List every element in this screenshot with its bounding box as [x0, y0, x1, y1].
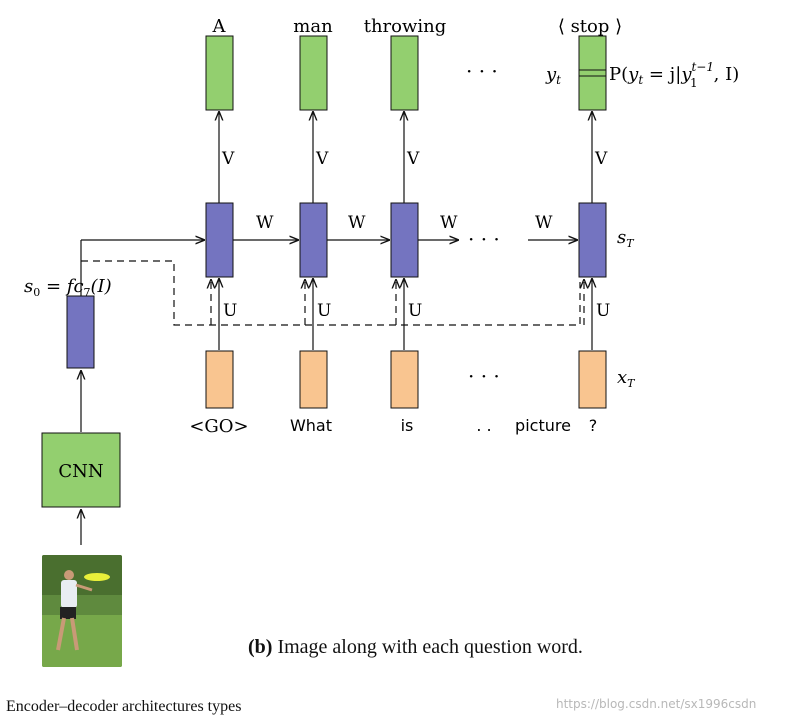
hidden-box-2	[299, 202, 328, 278]
bottom-ellipsis: · · ·	[468, 364, 500, 388]
v-label-1: V	[221, 149, 235, 169]
middle-ellipsis: · · ·	[468, 227, 500, 251]
input-box-1	[205, 350, 234, 409]
hidden-box-4	[578, 202, 607, 278]
input-word-question: ?	[589, 416, 598, 435]
output-box-3	[390, 35, 419, 111]
input-box-2	[299, 350, 328, 409]
input-word-is: is	[401, 416, 414, 435]
photo-person-throwing-frisbee-icon	[42, 555, 122, 667]
hidden-box-1	[205, 202, 234, 278]
output-word-1: A	[212, 16, 227, 37]
input-word-dots: . .	[476, 416, 491, 435]
output-box-stop	[578, 35, 607, 111]
dashed-image-path-1	[81, 260, 581, 326]
w-label-3: W	[440, 213, 458, 233]
u-label-3: U	[408, 301, 422, 321]
u-label-1: U	[223, 301, 237, 321]
s-T-label: sT	[617, 227, 635, 250]
hidden-box-3	[390, 202, 419, 278]
v-label-2: V	[315, 149, 329, 169]
footer-text: Encoder–decoder architectures types	[6, 698, 242, 715]
top-ellipsis: · · ·	[466, 59, 498, 83]
u-label-2: U	[317, 301, 331, 321]
output-word-3: throwing	[364, 16, 447, 37]
caption-text: Image along with each question word.	[272, 636, 583, 658]
input-photo	[42, 555, 122, 667]
s0-label: s0 = fc7(I)	[24, 276, 112, 299]
watermark: https://blog.csdn.net/sx1996csdn	[556, 697, 757, 711]
output-word-2: man	[293, 16, 333, 37]
input-word-what: What	[290, 416, 332, 435]
w-label-4: W	[535, 213, 553, 233]
v-label-3: V	[406, 149, 420, 169]
input-box-3	[390, 350, 419, 409]
output-word-stop: ⟨ stop ⟩	[558, 16, 622, 37]
u-label-4: U	[596, 301, 610, 321]
caption-label: (b)	[248, 636, 273, 658]
w-label-2: W	[348, 213, 366, 233]
image-feature-box	[66, 295, 95, 369]
v-label-4: V	[594, 149, 608, 169]
input-word-go: <GO>	[189, 416, 248, 437]
cnn-box	[41, 432, 121, 508]
figure-caption: (b) Image along with each question word.	[248, 636, 583, 659]
input-word-picture: picture	[515, 416, 571, 435]
y-t-label: yt	[545, 64, 561, 87]
output-box-1	[205, 35, 234, 111]
output-box-2	[299, 35, 328, 111]
x-T-label: xT	[617, 367, 636, 390]
cnn-label: CNN	[58, 461, 103, 482]
w-label-1: W	[256, 213, 274, 233]
input-box-4	[578, 350, 607, 409]
